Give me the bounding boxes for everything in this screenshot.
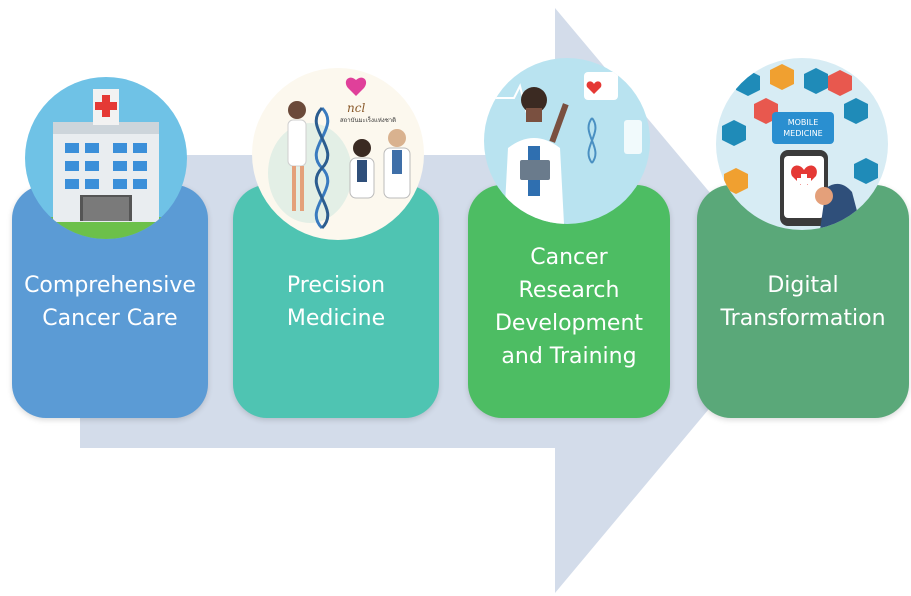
mobile-medicine-icon: MOBILE MEDICINE [716, 58, 888, 230]
hospital-icon [25, 77, 187, 239]
svg-text:ncl: ncl [347, 101, 365, 115]
step-label-2: Precision Medicine [286, 272, 386, 331]
dna-doctors-icon: ncl สถาบันมะเร็งแห่งชาติ [252, 68, 424, 240]
research-doctor-icon [484, 58, 650, 224]
svg-text:สถาบันมะเร็งแห่งชาติ: สถาบันมะเร็งแห่งชาติ [340, 115, 396, 124]
svg-text:MEDICINE: MEDICINE [783, 129, 822, 138]
step-label-4: Digital Transformation [720, 272, 886, 331]
step-label-3: Cancer Research Development and Training [494, 244, 644, 369]
step-label-1: Comprehensive Cancer Care [24, 272, 196, 331]
svg-text:MOBILE: MOBILE [788, 118, 819, 127]
